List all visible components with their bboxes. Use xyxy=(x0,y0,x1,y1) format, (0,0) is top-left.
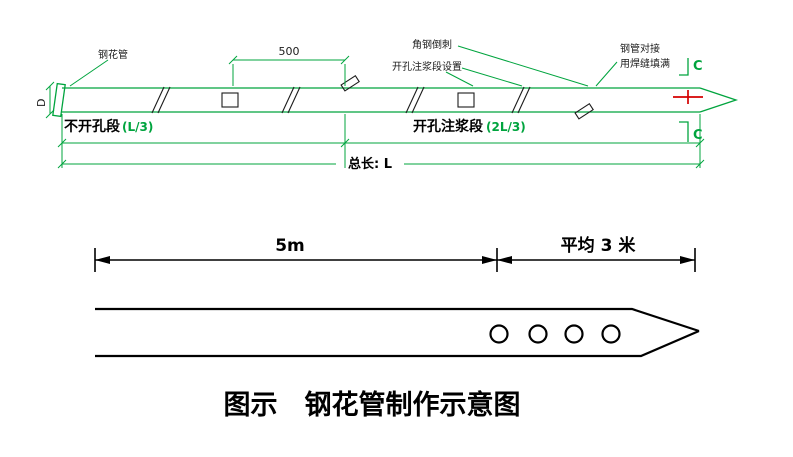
total-length-label: 总长: L xyxy=(348,156,392,172)
dimension-arrowheads xyxy=(95,256,695,264)
butt-joint-label: 钢管对接 xyxy=(620,42,660,55)
section-c-bottom-label: C xyxy=(693,128,703,143)
barb-marks xyxy=(151,74,594,120)
right-dim-label: 平均 3 米 xyxy=(561,235,637,256)
left-dim-label: 5m xyxy=(275,236,305,256)
bottom-pipe-outline xyxy=(95,307,700,358)
bottom-drawing: 5m 平均 3 米 图示 钢花管制作示意图 xyxy=(94,235,700,421)
unperforated-section-label: 不开孔段 xyxy=(64,118,120,135)
dim-500-label: 500 xyxy=(279,45,300,58)
section-dimension-lines xyxy=(57,114,705,168)
coupler-marks xyxy=(221,92,475,108)
pipe-outline xyxy=(52,82,739,118)
top-drawing: 钢花管 角钢倒刺 开孔注浆段设置 钢管对接 用焊缝填满 500 xyxy=(35,38,739,172)
grout-holes xyxy=(489,324,621,344)
diameter-dimension: D xyxy=(35,81,55,119)
dim-500: 500 xyxy=(228,45,350,86)
section-c-top-label: C xyxy=(693,59,703,74)
diameter-label: D xyxy=(35,99,48,107)
perf-setup-label: 开孔注浆段设置 xyxy=(392,60,462,73)
total-length-dimension: 总长: L xyxy=(57,156,705,172)
section-cut-marks: C C xyxy=(673,58,703,143)
caption: 图示 钢花管制作示意图 xyxy=(224,389,521,421)
barb-label: 角钢倒刺 xyxy=(412,38,452,51)
leader-lines xyxy=(69,45,618,87)
perforated-section-label: 开孔注浆段 xyxy=(413,118,483,135)
weld-label: 用焊缝填满 xyxy=(620,57,670,70)
pipe-label: 钢花管 xyxy=(98,48,128,61)
bottom-dimensions: 5m 平均 3 米 xyxy=(94,235,696,272)
perforated-dim-label: (2L/3) xyxy=(486,120,526,134)
unperforated-dim-label: (L/3) xyxy=(122,120,153,134)
